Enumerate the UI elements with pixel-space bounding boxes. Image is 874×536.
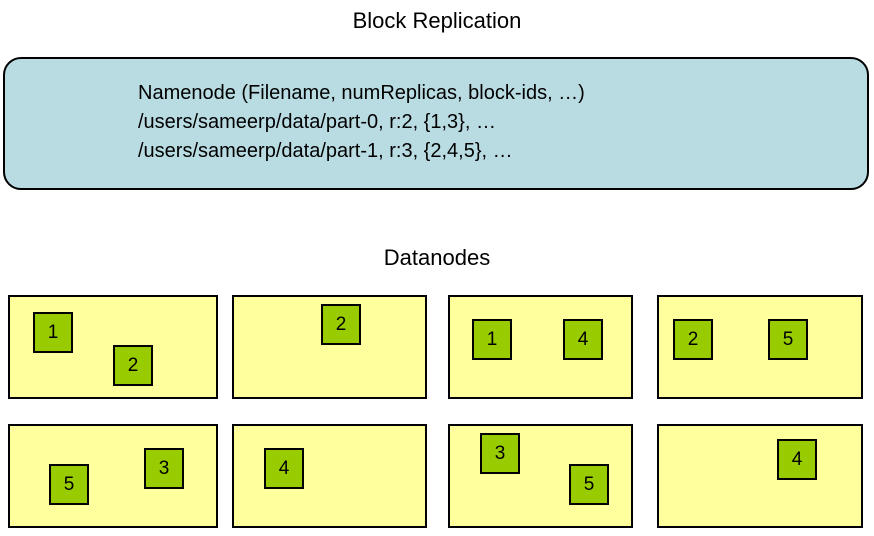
datanode-8: 4 — [657, 424, 863, 528]
namenode-line-part1: /users/sameerp/data/part-1, r:3, {2,4,5}… — [138, 140, 513, 162]
block-4: 4 — [264, 448, 304, 489]
datanode-3: 1 4 — [448, 295, 633, 399]
block-3: 3 — [144, 448, 184, 489]
block-1: 1 — [33, 312, 73, 353]
block-4: 4 — [777, 439, 817, 480]
block-2: 2 — [673, 319, 713, 360]
datanodes-heading: Datanodes — [383, 245, 491, 270]
block-5: 5 — [569, 464, 609, 505]
namenode-line-part0: /users/sameerp/data/part-0, r:2, {1,3}, … — [138, 111, 496, 133]
block-5: 5 — [768, 319, 808, 360]
datanode-5: 5 3 — [8, 424, 218, 528]
block-4: 4 — [563, 319, 603, 360]
block-2: 2 — [113, 345, 153, 386]
datanode-6: 4 — [232, 424, 427, 528]
datanode-4: 2 5 — [657, 295, 863, 399]
block-2: 2 — [321, 304, 361, 345]
block-1: 1 — [472, 319, 512, 360]
datanode-2: 2 — [232, 295, 427, 399]
namenode-text: Namenode (Filename, numReplicas, block-i… — [138, 79, 585, 166]
page-title: Block Replication — [352, 8, 522, 33]
datanode-7: 3 5 — [448, 424, 633, 528]
block-3: 3 — [480, 433, 520, 474]
namenode-box: Namenode (Filename, numReplicas, block-i… — [3, 57, 869, 190]
block-5: 5 — [49, 464, 89, 505]
namenode-line-header: Namenode (Filename, numReplicas, block-i… — [138, 82, 585, 104]
datanode-1: 1 2 — [8, 295, 218, 399]
